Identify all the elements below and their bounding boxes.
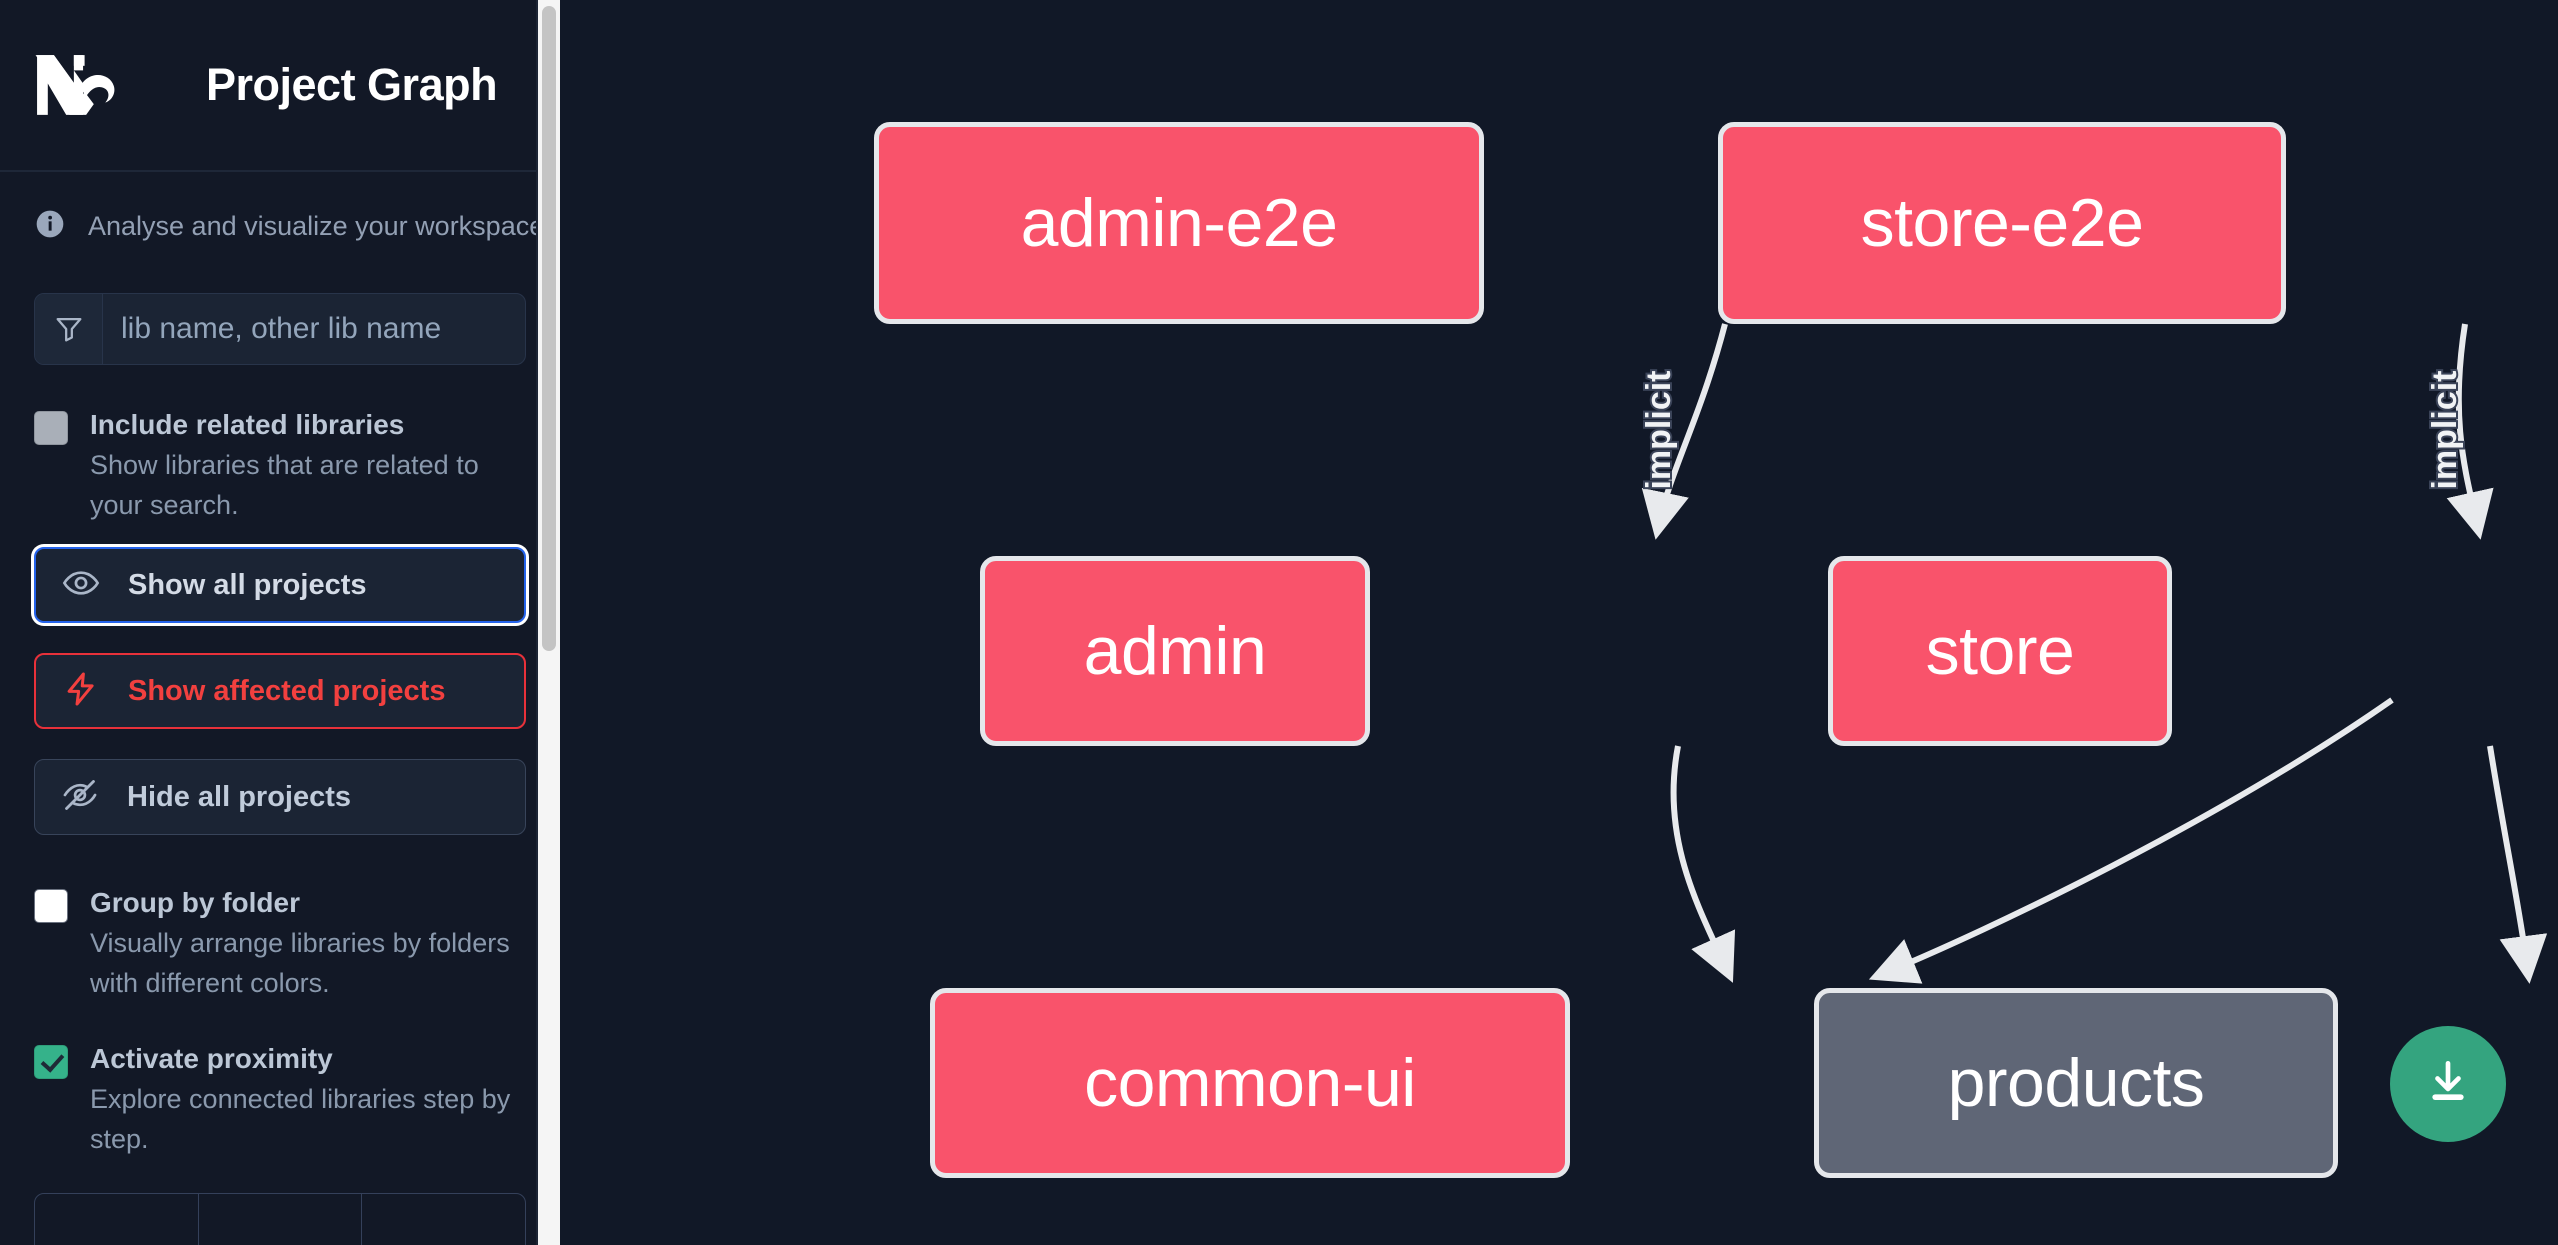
sidebar-divider [536,0,538,1245]
edge-store-products [2487,745,2548,984]
eye-icon [62,564,100,607]
proximity-stepper-segment[interactable] [362,1194,525,1245]
group-by-folder-label: Group by folder [90,887,300,918]
page-title: Project Graph [206,59,498,110]
sidebar: Project Graph Analyse and visualize your… [0,0,560,1245]
show-all-projects-button[interactable]: Show all projects [34,547,526,623]
edge-label-implicit: implicit [1640,370,1678,489]
edge-admin-common-ui [1670,745,1736,983]
activate-proximity-label: Activate proximity [90,1043,333,1074]
download-graph-button[interactable] [2390,1026,2506,1142]
lightning-icon [62,670,100,713]
edge-admin-e2e-admin [1641,323,1728,540]
hide-all-projects-button[interactable]: Hide all projects [34,759,526,835]
show-all-projects-label: Show all projects [128,568,367,601]
group-by-folder-desc: Visually arrange libraries by folders wi… [90,928,510,998]
eye-off-icon [61,776,99,819]
sidebar-scrollbar[interactable] [538,0,560,1245]
show-affected-projects-button[interactable]: Show affected projects [34,653,526,729]
include-related-libraries-label: Include related libraries [90,409,405,440]
proximity-stepper[interactable] [34,1193,526,1245]
proximity-stepper-segment[interactable] [199,1194,363,1245]
funnel-icon [35,294,103,364]
graph-node-store[interactable]: store [1828,556,2172,746]
option-include-related-libraries[interactable]: Include related libraries Show libraries… [34,405,526,525]
sidebar-header: Project Graph [0,0,560,172]
edge-store-common-ui [1868,697,2394,984]
graph-node-products[interactable]: products [1814,988,2338,1178]
hide-all-projects-label: Hide all projects [127,780,352,813]
include-related-libraries-checkbox[interactable] [34,411,68,445]
workspace-info-text: Analyse and visualize your workspace. [88,211,552,241]
graph-edges: implicit implicit [1638,323,2548,984]
download-icon [2420,1054,2476,1115]
workspace-info: Analyse and visualize your workspace. [0,172,560,275]
filter-row[interactable] [34,293,526,365]
graph-node-admin[interactable]: admin [980,556,1370,746]
show-affected-projects-label: Show affected projects [128,674,446,707]
graph-node-admin-e2e[interactable]: admin-e2e [874,122,1484,324]
option-activate-proximity[interactable]: Activate proximity Explore connected lib… [34,1039,526,1159]
graph-node-store-e2e[interactable]: store-e2e [1718,122,2286,324]
activate-proximity-desc: Explore connected libraries step by step… [90,1084,511,1154]
option-group-by-folder[interactable]: Group by folder Visually arrange librari… [34,883,526,1003]
graph-node-common-ui[interactable]: common-ui [930,988,1570,1178]
activate-proximity-checkbox[interactable] [34,1045,68,1079]
edge-store-e2e-store [2446,323,2494,540]
info-circle-icon [34,208,66,245]
proximity-stepper-segment[interactable] [35,1194,199,1245]
sidebar-body: Include related libraries Show libraries… [0,293,560,1159]
nx-logo-icon [34,49,126,121]
edge-label-implicit: implicit [2426,370,2464,489]
group-by-folder-checkbox[interactable] [34,889,68,923]
graph-canvas[interactable]: implicit implicit admin-e2e store-e2e ad… [560,0,2558,1245]
search-input[interactable] [103,294,525,364]
include-related-libraries-desc: Show libraries that are related to your … [90,450,479,520]
sidebar-scrollbar-thumb[interactable] [542,6,556,651]
